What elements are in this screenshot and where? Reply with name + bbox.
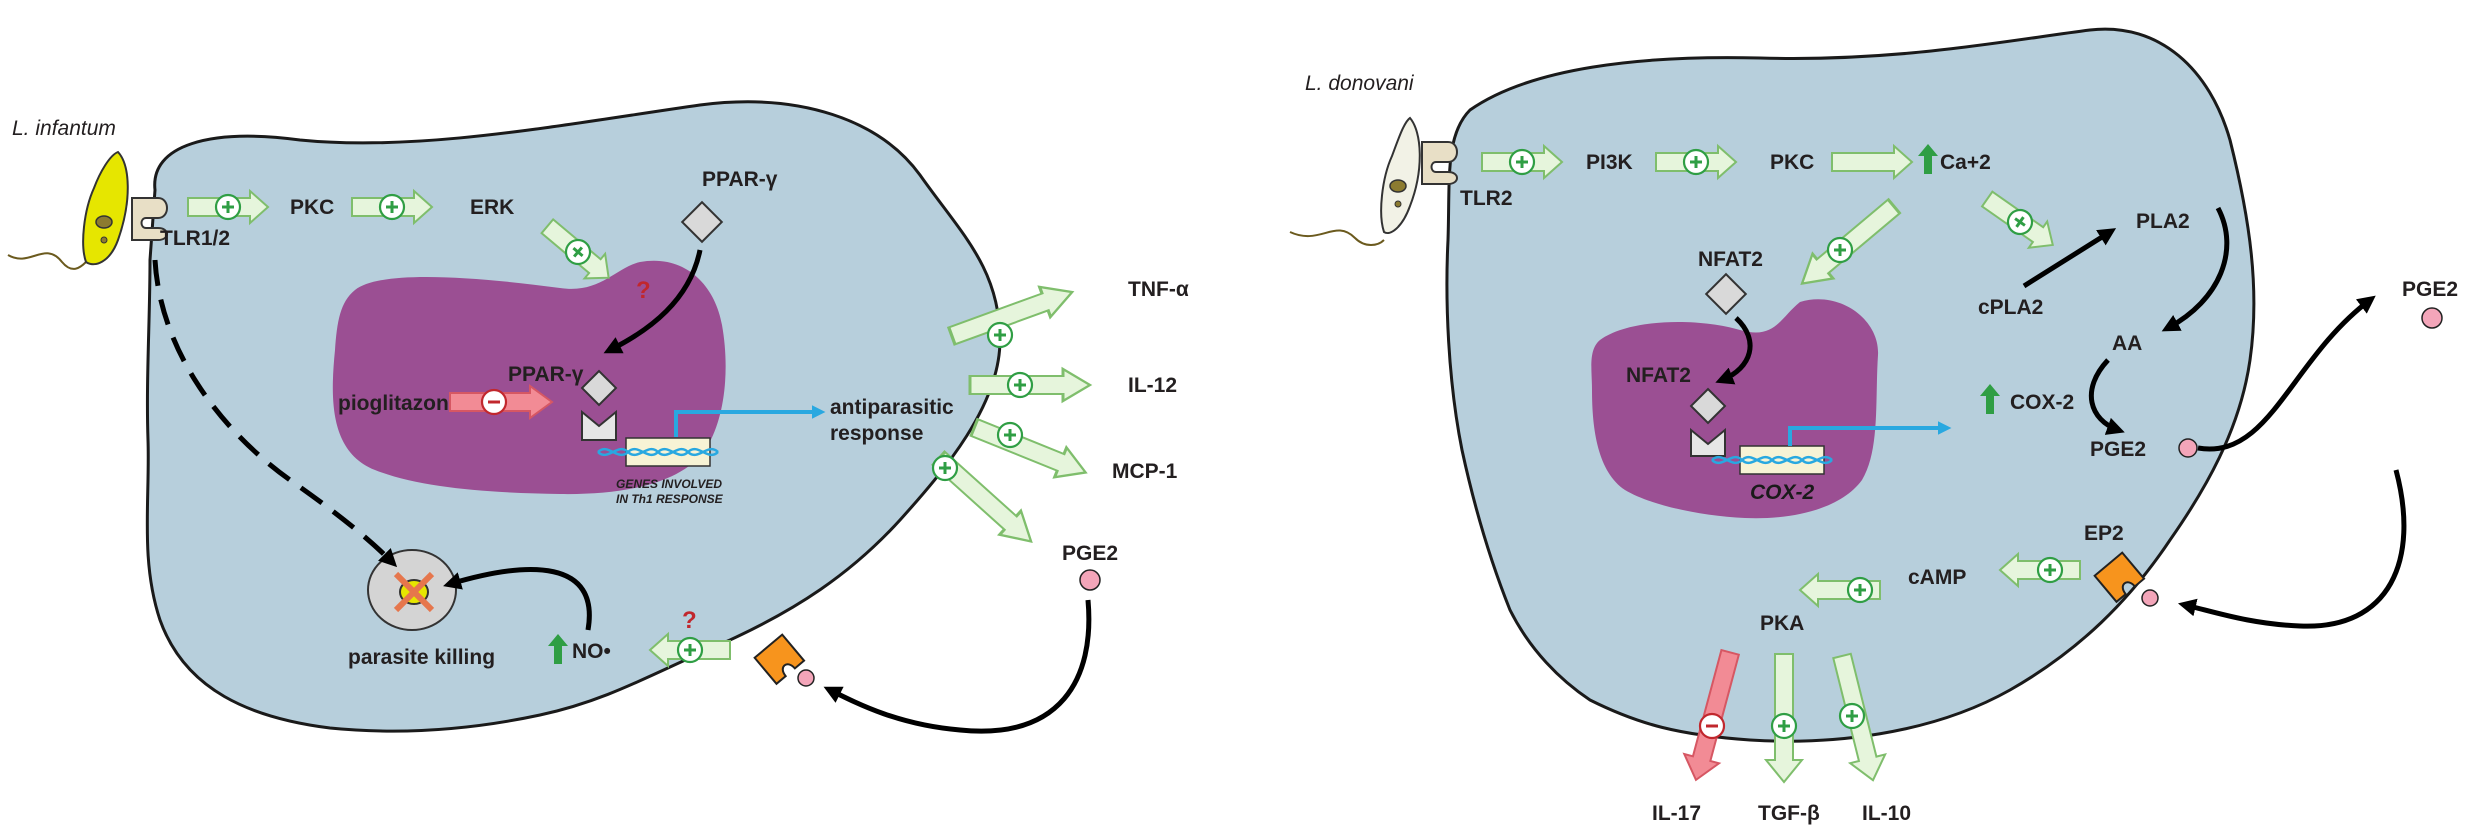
pge2-in-label: PGE2 <box>2090 438 2146 461</box>
ca-label: Ca+2 <box>1940 151 1991 174</box>
activation-arrow-mcp1 <box>966 411 1094 489</box>
ppar-nuc-diamond <box>580 369 618 407</box>
pge2-out-molecule <box>2421 307 2443 329</box>
no-label: NO• <box>572 640 611 663</box>
pkc-label: PKC <box>290 196 334 219</box>
l-donovani-parasite <box>1289 116 1421 246</box>
aa-label: AA <box>2112 332 2142 355</box>
il10-label: IL-10 <box>1862 802 1911 825</box>
left-panel: L. infantum TLR1/2 PKC ERK ? PPAR-γ PPAR… <box>7 100 1189 734</box>
ep2-label: EP2 <box>2084 522 2124 545</box>
tlr2-receptor <box>1421 141 1458 185</box>
ppar-translocation-arrow <box>603 249 703 354</box>
l-donovani-label: L. donovani <box>1305 72 1415 95</box>
transcription-arrow-right <box>1788 421 1952 446</box>
phagolysosome <box>367 549 457 631</box>
nucleus-left <box>332 260 726 495</box>
pla2-label: PLA2 <box>2136 210 2190 233</box>
nfat-translocation-arrow <box>1715 316 1753 385</box>
inhibition-arrow-pioglitazone <box>449 384 554 420</box>
tlr12-receptor <box>131 197 168 241</box>
camp-label: cAMP <box>1908 566 1966 589</box>
tgfb-label: TGF-β <box>1758 802 1820 825</box>
tnf-label: TNF-α <box>1128 278 1189 301</box>
pge2-in-molecule <box>2178 438 2198 458</box>
tlr12-label: TLR1/2 <box>160 227 230 250</box>
l-infantum-parasite <box>7 150 129 270</box>
ep-receptor-left <box>753 633 815 687</box>
pla2-aa-arrow <box>2161 206 2230 332</box>
right-panel: L. donovani TLR2 PI3K PKC Ca+2 NFAT2 NFA… <box>1289 27 2458 825</box>
question-mark-no: ? <box>682 607 697 634</box>
ppar-receptor-dimer <box>581 409 617 441</box>
pge2-left-label: PGE2 <box>1062 542 1118 565</box>
nucleus-right <box>1591 299 1879 519</box>
nfat-nuc-label: NFAT2 <box>1626 364 1691 387</box>
genes-line2: IN Th1 RESPONSE <box>616 492 724 506</box>
nfat-cyto-label: NFAT2 <box>1698 248 1763 271</box>
nfat-cyto-diamond <box>1704 272 1748 316</box>
inhibition-arrow-il17 <box>1682 648 1741 782</box>
cpla2-pla2-arrow <box>2022 228 2117 289</box>
erk-label: ERK <box>470 196 514 219</box>
parasite-killing-label: parasite killing <box>348 646 495 669</box>
ppar-nuc-label: PPAR-γ <box>508 363 584 386</box>
pi3k-label: PI3K <box>1586 151 1633 174</box>
l-infantum-label: L. infantum <box>12 117 116 140</box>
aa-pge2-arrow <box>2088 358 2125 435</box>
pkc-right-label: PKC <box>1770 151 1814 174</box>
cox2-gene-label: COX-2 <box>1750 481 1815 504</box>
il17-label: IL-17 <box>1652 802 1701 825</box>
pka-label: PKA <box>1760 612 1804 635</box>
antiparasitic-line2: response <box>830 422 923 445</box>
pge2-feedback-arrow <box>823 599 1092 734</box>
activation-arrow-il10 <box>1832 652 1887 782</box>
pge2-export-arrow <box>2197 295 2376 452</box>
ep2-receptor <box>2093 551 2159 607</box>
il12-label: IL-12 <box>1128 374 1177 397</box>
pge2-out-label: PGE2 <box>2402 278 2458 301</box>
no-killing-arrow <box>443 567 592 631</box>
mcp1-label: MCP-1 <box>1112 460 1178 483</box>
nfat-nuc-diamond <box>1689 387 1727 425</box>
pioglitazone-label: pioglitazone <box>338 392 461 415</box>
transcription-arrow-left <box>674 405 826 437</box>
pge2-return-arrow <box>2177 469 2407 629</box>
antiparasitic-line1: antiparasitic <box>830 396 954 419</box>
genes-line1: GENES INVOLVED <box>616 477 722 491</box>
pge2-left-molecule <box>1079 569 1101 591</box>
tlr-killing-dashed-arrow <box>152 259 398 568</box>
cpla2-label: cPLA2 <box>1978 296 2043 319</box>
ppar-cyto-diamond <box>680 200 724 244</box>
activation-arrow-tgfb <box>1763 653 1805 784</box>
tlr2-label: TLR2 <box>1460 187 1513 210</box>
nfat-receptor-dimer <box>1690 427 1726 457</box>
ppar-cyto-label: PPAR-γ <box>702 168 778 191</box>
question-mark-erk: ? <box>636 277 651 304</box>
cox2-label: COX-2 <box>2010 391 2074 414</box>
